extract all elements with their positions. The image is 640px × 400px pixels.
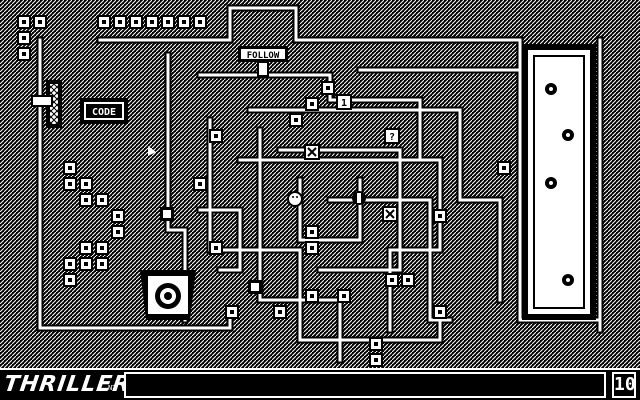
message-box [124, 372, 606, 398]
code-label: CODE [92, 107, 116, 118]
status-bar: THRILLER NT 10 [0, 368, 640, 400]
eye-device[interactable] [140, 270, 196, 320]
player-ball-icon[interactable] [287, 191, 303, 207]
code-panel[interactable]: CODE [80, 98, 128, 124]
cursor-arrow-icon [148, 146, 156, 156]
x-block-2[interactable] [382, 206, 398, 222]
follow-sign[interactable]: FOLLOW [238, 46, 288, 77]
white-chip[interactable] [160, 207, 174, 221]
node-row-top[interactable] [97, 15, 207, 29]
x-block-1[interactable] [304, 144, 320, 160]
exit-door-panel[interactable] [522, 44, 596, 320]
game-title-suffix: NT [108, 384, 117, 392]
question-tile-label: ? [389, 132, 395, 143]
switch-panel[interactable] [31, 80, 62, 128]
pipe-network [36, 4, 604, 364]
number-tile[interactable]: 1 [336, 94, 352, 110]
number-tile-label: 1 [341, 98, 347, 109]
small-box[interactable] [248, 280, 262, 294]
game-board[interactable]: CODE FOLLOW 1 ? [0, 0, 640, 368]
info-icon[interactable] [352, 191, 366, 205]
lives-counter: 10 [612, 372, 636, 398]
follow-label: FOLLOW [247, 51, 280, 61]
question-tile[interactable]: ? [384, 128, 400, 144]
